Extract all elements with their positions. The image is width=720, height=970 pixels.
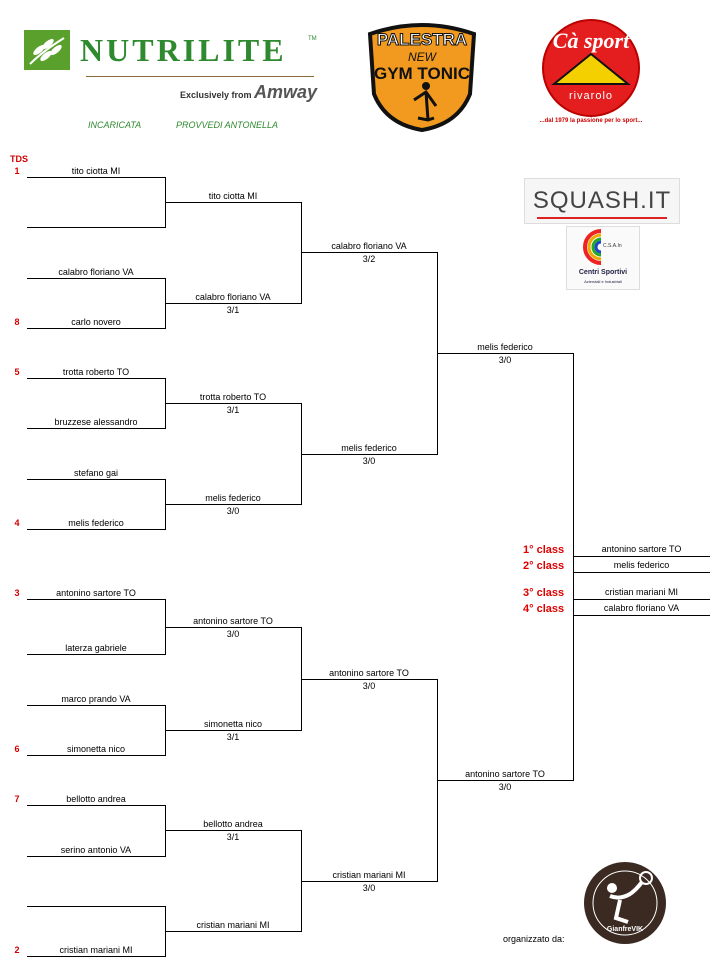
- gianfre-text: GianfreVIK: [606, 926, 644, 933]
- standing-name: cristian mariani MI: [604, 587, 678, 597]
- seed-number: 8: [14, 317, 20, 327]
- r1-player: melis federico: [68, 518, 124, 528]
- standing-place: 4° class: [523, 603, 565, 615]
- incaricata-text: INCARICATA: [88, 120, 142, 130]
- nutrilite-logo: NUTRILITE TM Exclusively from Amway INCA…: [22, 26, 322, 136]
- r3-score: 3/2: [362, 254, 376, 264]
- r3-player: melis federico: [341, 443, 397, 453]
- csain-line1: Centri Sportivi: [578, 269, 628, 276]
- palestra-line3: GYM TONIC: [373, 64, 471, 83]
- r3-score: 3/0: [362, 681, 376, 691]
- palestra-line1: PALESTRA: [376, 30, 468, 50]
- r2-score: 3/0: [226, 506, 240, 516]
- r2-player: calabro floriano VA: [195, 292, 271, 302]
- r1-player: carlo novero: [71, 317, 121, 327]
- r1-player: serino antonio VA: [60, 845, 132, 855]
- nutrilite-brand: NUTRILITE: [80, 32, 287, 68]
- organizer-label: organizzato da:: [503, 934, 565, 944]
- palestra-line2: NEW: [408, 50, 436, 64]
- palestra-gymtonic-logo: PALESTRA NEW GYM TONIC: [366, 22, 478, 133]
- gianfre-logo: GianfreVIK: [580, 860, 670, 946]
- r1-player: trotta roberto TO: [62, 367, 130, 377]
- casport-logo: Cà sport rivarolo ...dal 1979 la passion…: [536, 18, 646, 130]
- r2-player: simonetta nico: [203, 719, 263, 729]
- r4-player: melis federico: [477, 342, 533, 352]
- seed-number: 3: [14, 588, 20, 598]
- r1-player: calabro floriano VA: [58, 267, 134, 277]
- amway-text: Amway: [254, 82, 318, 102]
- seed-number: 2: [14, 945, 20, 955]
- standing-place: 2° class: [523, 560, 565, 572]
- csain-logo: C.S.A.In Centri Sportivi Aziendali e Ind…: [566, 226, 640, 290]
- seed-number: 4: [14, 518, 20, 528]
- r4-player: antonino sartore TO: [465, 769, 545, 779]
- r3-player: cristian mariani MI: [332, 870, 406, 880]
- provvedi-text: PROVVEDI ANTONELLA: [176, 120, 279, 130]
- r1-player: antonino sartore TO: [56, 588, 136, 598]
- squash-underline: [537, 217, 667, 219]
- seed-number: 1: [14, 166, 20, 176]
- tds-label: TDS: [10, 154, 28, 164]
- seed-number: 5: [14, 367, 20, 377]
- r2-player: cristian mariani MI: [196, 920, 270, 930]
- casport-city: rivarolo: [568, 90, 614, 102]
- r2-score: 3/1: [226, 832, 240, 842]
- r2-player: bellotto andrea: [203, 819, 263, 829]
- r1-player: marco prando VA: [61, 694, 131, 704]
- r4-score: 3/0: [498, 355, 512, 365]
- exclusive-text: Exclusively from: [180, 90, 252, 100]
- nutrilite-tm: TM: [308, 36, 317, 42]
- r2-player: melis federico: [205, 493, 261, 503]
- nutrilite-divider: [86, 76, 314, 77]
- r1-player: stefano gai: [73, 468, 119, 478]
- r2-player: tito ciotta MI: [208, 191, 258, 201]
- standing-name: antonino sartore TO: [601, 544, 682, 554]
- squash-it-text: SQUASH.IT: [532, 187, 672, 214]
- leaf-icon: [24, 30, 70, 70]
- r3-player: antonino sartore TO: [329, 668, 409, 678]
- standing-name: calabro floriano VA: [603, 603, 680, 613]
- casport-slogan: ...dal 1979 la passione per lo sport...: [539, 118, 643, 124]
- seed-number: 7: [14, 794, 20, 804]
- r2-score: 3/1: [226, 732, 240, 742]
- squash-it-logo: SQUASH.IT: [524, 178, 680, 224]
- r1-player: cristian mariani MI: [59, 945, 133, 955]
- r2-score: 3/1: [226, 305, 240, 315]
- r1-player: laterza gabriele: [65, 643, 127, 653]
- r1-player: bellotto andrea: [66, 794, 126, 804]
- seed-number: 6: [14, 744, 20, 754]
- standing-name: melis federico: [613, 560, 670, 570]
- r1-player: bruzzese alessandro: [54, 417, 138, 427]
- r4-score: 3/0: [498, 782, 512, 792]
- r3-score: 3/0: [362, 883, 376, 893]
- standing-place: 1° class: [523, 544, 565, 556]
- r1-player: simonetta nico: [66, 744, 126, 754]
- r3-player: calabro floriano VA: [331, 241, 407, 251]
- csain-line2: Aziendali e Industriali: [584, 279, 622, 284]
- standing-place: 3° class: [523, 587, 565, 599]
- r2-score: 3/1: [226, 405, 240, 415]
- r1-player: tito ciotta MI: [71, 166, 121, 176]
- r3-score: 3/0: [362, 456, 376, 466]
- csain-badge: C.S.A.In: [603, 243, 622, 249]
- casport-name: Cà sport: [552, 28, 630, 53]
- r2-player: antonino sartore TO: [193, 616, 273, 626]
- r2-player: trotta roberto TO: [199, 392, 267, 402]
- r2-score: 3/0: [226, 629, 240, 639]
